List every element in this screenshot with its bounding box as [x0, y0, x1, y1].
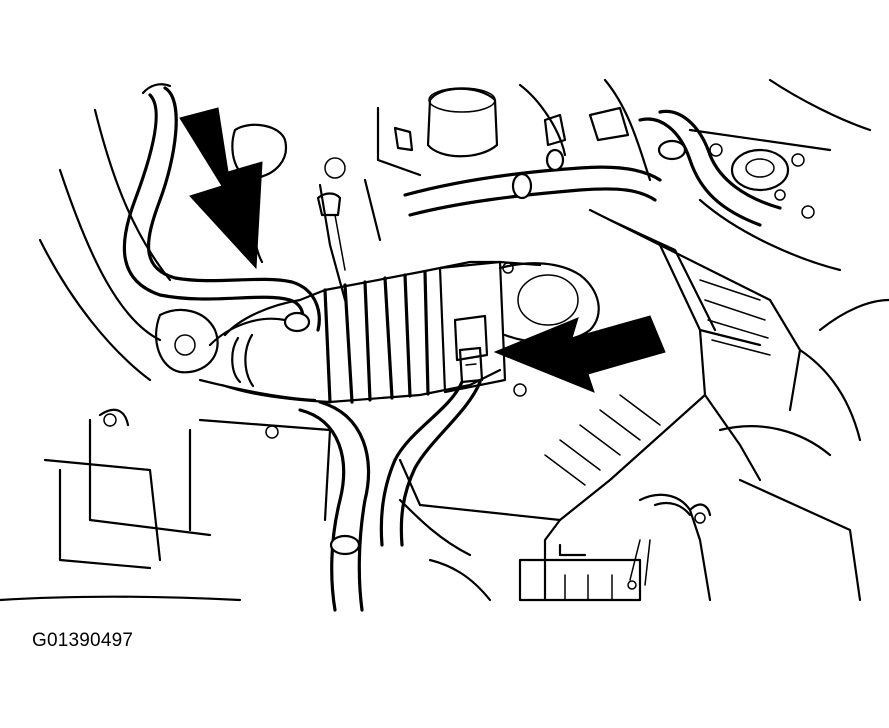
arrow-left-icon — [493, 315, 666, 393]
arrow-down-right-icon — [179, 107, 263, 270]
hose-end — [283, 311, 311, 333]
air-box-ribs — [544, 279, 771, 486]
figure-identifier: G01390497 — [32, 630, 134, 651]
engine-bay-structure — [0, 78, 889, 612]
dipstick-ring — [324, 157, 346, 179]
intake-duct-bellows — [220, 260, 542, 404]
